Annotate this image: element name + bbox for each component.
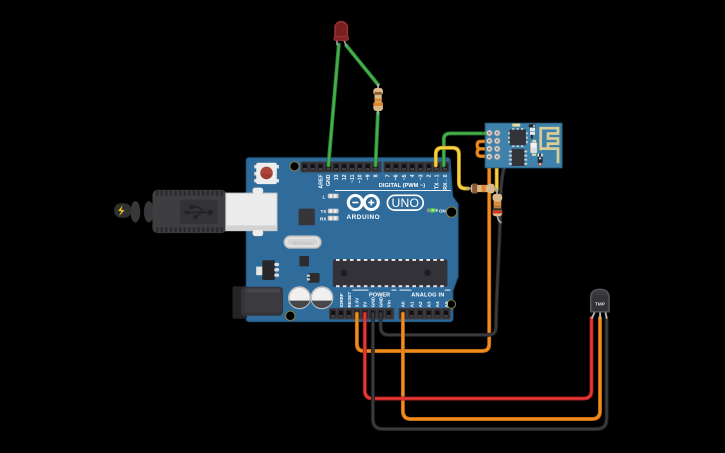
svg-text:IOREF: IOREF xyxy=(339,293,344,307)
svg-text:~5: ~5 xyxy=(402,174,408,180)
svg-text:TX: TX xyxy=(321,209,328,214)
svg-text:AREF: AREF xyxy=(318,175,324,189)
svg-text:7: 7 xyxy=(386,174,392,177)
svg-text:A4: A4 xyxy=(435,301,440,307)
svg-text:~3: ~3 xyxy=(418,174,424,180)
svg-text:ANALOG IN: ANALOG IN xyxy=(411,292,444,298)
svg-text:A3: A3 xyxy=(427,301,432,307)
svg-text:L: L xyxy=(322,194,325,200)
svg-text:~11: ~11 xyxy=(350,174,356,183)
svg-text:TX→1: TX→1 xyxy=(435,174,441,189)
svg-text:UNO: UNO xyxy=(391,196,419,210)
svg-text:GND: GND xyxy=(378,296,383,307)
svg-text:A0: A0 xyxy=(401,301,406,307)
svg-text:ON: ON xyxy=(439,208,446,213)
svg-text:GND: GND xyxy=(326,174,332,186)
svg-text:5V: 5V xyxy=(363,301,368,308)
svg-text:GND: GND xyxy=(371,296,376,307)
svg-text:DIGITAL (PWM ~): DIGITAL (PWM ~) xyxy=(379,183,425,189)
svg-text:A2: A2 xyxy=(418,301,423,307)
svg-text:RX: RX xyxy=(320,216,327,221)
svg-text:RESET: RESET xyxy=(347,292,352,308)
svg-text:~10: ~10 xyxy=(358,174,364,183)
svg-text:3.3V: 3.3V xyxy=(355,297,360,308)
svg-text:SPK16 000G: SPK16 000G xyxy=(293,241,313,245)
svg-text:4: 4 xyxy=(410,174,416,177)
svg-text:A5: A5 xyxy=(444,301,449,307)
svg-text:TMP: TMP xyxy=(595,302,606,308)
svg-text:A1: A1 xyxy=(409,301,414,307)
svg-text:12: 12 xyxy=(342,174,348,180)
svg-text:13: 13 xyxy=(334,174,340,180)
svg-text:POWER: POWER xyxy=(369,292,390,298)
svg-text:Vin: Vin xyxy=(386,300,391,307)
svg-text:ARDUINO: ARDUINO xyxy=(346,214,380,221)
svg-text:8: 8 xyxy=(373,174,379,177)
svg-text:~6: ~6 xyxy=(394,174,400,180)
svg-text:~9: ~9 xyxy=(365,174,371,180)
svg-text:RX←0: RX←0 xyxy=(443,174,449,189)
svg-text:2: 2 xyxy=(427,174,433,177)
